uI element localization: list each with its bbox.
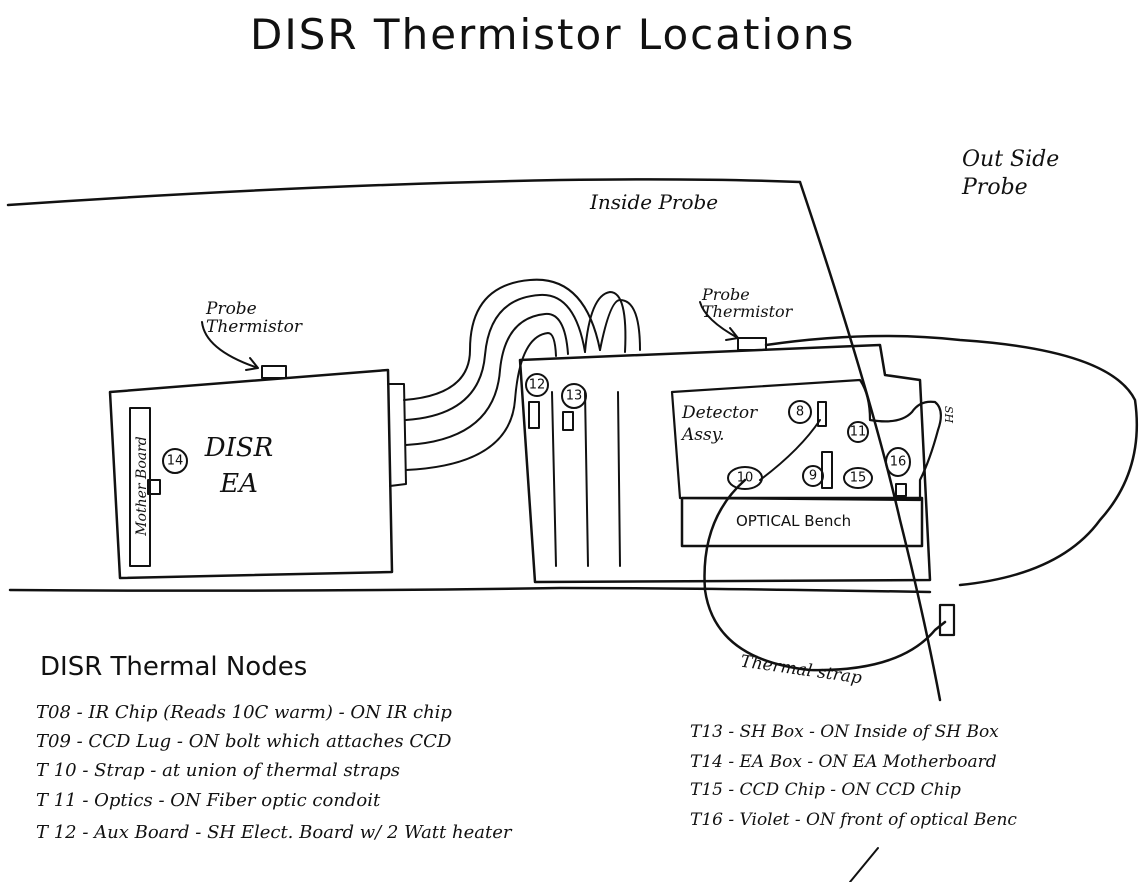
marker-11-label: 11 [850,425,867,440]
violet-callout-line [850,848,878,882]
marker-12: 13 [562,384,586,430]
node-t14: T14 - EA Box - ON EA Motherboard [690,752,997,772]
motherboard-label: Mother Board [134,406,150,566]
optical-bench-label: OPTICAL Bench [736,512,851,530]
marker-10: 10 [728,467,762,489]
detector-label: Detector Assy. [682,402,782,446]
probe-thermistor-left-label: Probe Thermistor [206,300,346,336]
sh-card-3 [618,392,620,566]
node-t11: T 11 - Optics - ON Fiber optic condoit [36,790,380,811]
marker-11: 11 [848,422,868,442]
marker-13: 12 [526,374,548,428]
node-t13: T13 - SH Box - ON Inside of SH Box [690,722,999,742]
probe-thermistor-right-label: Probe Thermistor [702,286,832,320]
sh-label: SH [942,406,955,423]
violet-thermistor [896,484,906,496]
probe-bottom-edge [10,588,930,592]
cable-1 [404,280,600,400]
marker-15-label: 15 [850,471,867,486]
ea-name-label: DISR EA [194,430,284,502]
marker-8: 8 [789,401,811,423]
thermal-nodes-title: DISR Thermal Nodes [40,652,307,682]
node-t08: T08 - IR Chip (Reads 10C warm) - ON IR c… [36,702,452,723]
marker-9: 9 [803,466,823,486]
marker-14: 14 [163,449,187,473]
marker-14-label: 14 [167,454,184,469]
node-t10: T 10 - Strap - at union of thermal strap… [36,760,400,781]
inside-probe-label: Inside Probe [590,190,718,214]
marker-10-label: 10 [737,471,754,486]
cable-5 [600,300,640,350]
ea-box-thermistor [262,366,286,378]
node-t15: T15 - CCD Chip - ON CCD Chip [690,780,961,800]
sh-box-thermistor [738,338,766,350]
probe-boundary-line [800,182,940,700]
node-t12: T 12 - Aux Board - SH Elect. Board w/ 2 … [36,822,511,843]
sh-card-1 [552,392,556,566]
outside-probe-label: Out Side Probe [962,146,1112,202]
marker-15: 15 [844,468,872,488]
marker-12-label: 13 [566,389,583,404]
marker-16: 16 [886,448,910,476]
node-t16: T16 - Violet - ON front of optical Benc [690,810,1017,830]
ccd-box [822,452,832,488]
strap-clamp [940,605,954,635]
marker-16-label: 16 [890,455,907,470]
sh-card-2 [585,392,588,566]
page-title: DISR Thermistor Locations [250,10,855,59]
node-t09: T09 - CCD Lug - ON bolt which attaches C… [36,731,451,752]
marker-13-label: 12 [529,378,546,393]
marker-8-label: 8 [796,405,804,420]
marker-9-label: 9 [809,469,817,484]
thermal-strap-loop [705,480,946,670]
